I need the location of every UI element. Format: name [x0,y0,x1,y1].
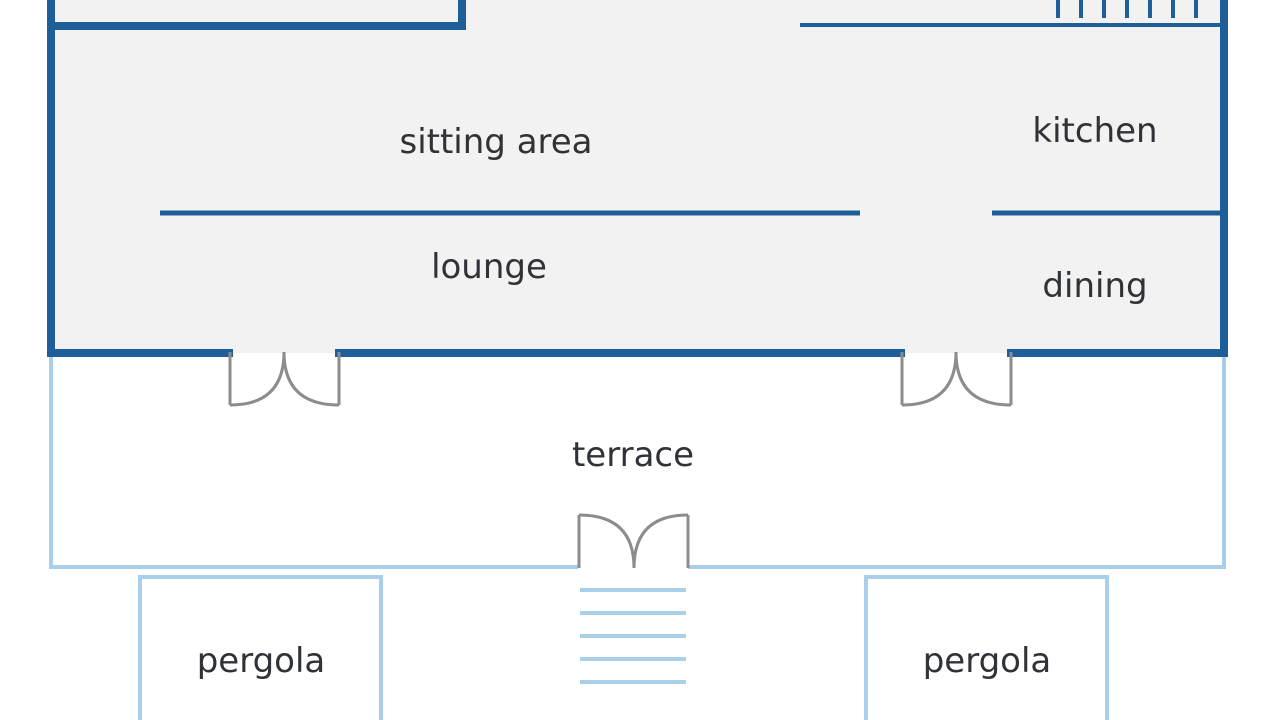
label-lounge: lounge [431,247,547,287]
label-sitting-area: sitting area [399,122,592,162]
label-dining: dining [1042,266,1147,306]
steps [580,588,686,684]
stair-ticks [1056,0,1198,18]
label-terrace: terrace [572,435,694,475]
top-left-room-wall [51,0,466,30]
door-terrace[interactable] [577,513,690,569]
terrace-outline [49,354,1226,569]
interior-floor [50,0,1224,353]
label-pergola-right: pergola [923,641,1052,681]
label-kitchen: kitchen [1032,111,1157,151]
door-right[interactable] [900,351,1013,407]
pergola-right-outline [864,575,1109,720]
label-pergola-left: pergola [197,641,326,681]
door-left[interactable] [228,351,341,407]
outer-walls [47,0,1228,357]
pergola-left-outline [138,575,383,720]
